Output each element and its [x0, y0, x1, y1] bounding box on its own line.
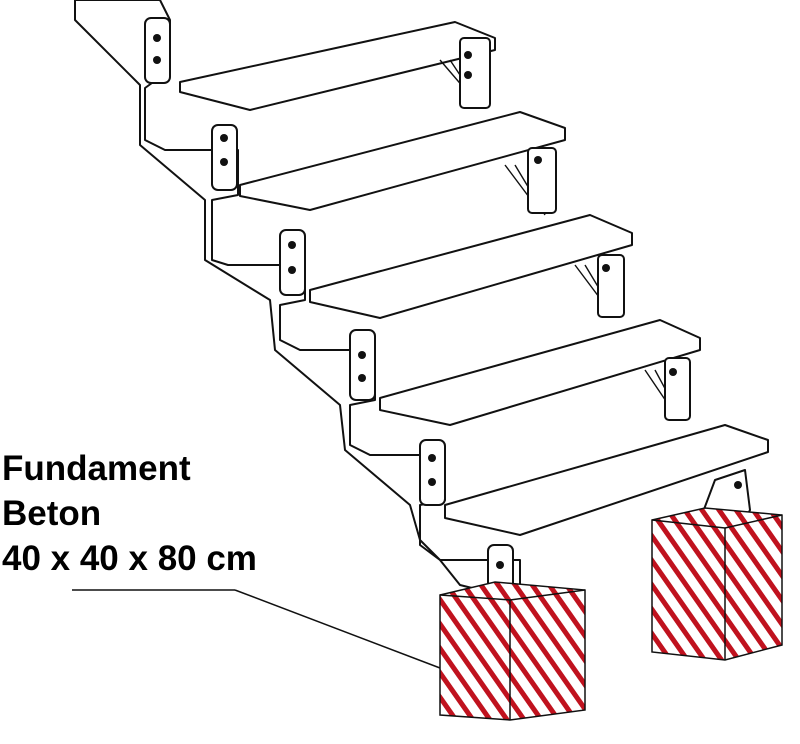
tread-4 — [379, 319, 701, 426]
tread-1 — [179, 21, 496, 111]
callout-material: Beton — [2, 494, 102, 533]
tread-2 — [239, 111, 566, 211]
tread-3 — [309, 214, 633, 319]
treads — [179, 21, 769, 536]
foundation-left — [439, 581, 586, 721]
callout-dimensions: 40 x 40 x 80 cm — [2, 539, 257, 578]
tread-5 — [444, 424, 769, 536]
callout-title: Fundament — [2, 449, 191, 488]
callout-leader — [72, 589, 441, 669]
foundation-right — [651, 507, 783, 661]
stringer-plates — [144, 17, 514, 601]
